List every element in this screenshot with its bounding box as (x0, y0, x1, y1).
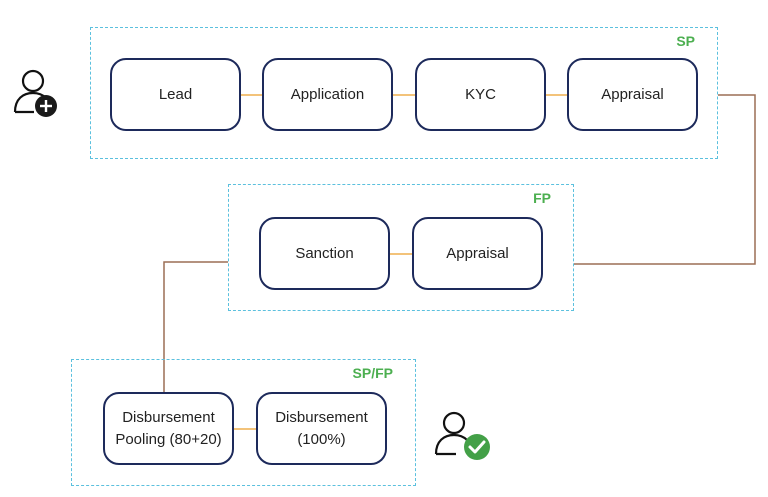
node-appraisal-sp[interactable]: Appraisal (567, 58, 698, 131)
link-kyc-appraisal (545, 94, 568, 96)
group-sp: SP (90, 27, 718, 159)
user-add-icon (13, 69, 57, 117)
group-spfp: SP/FP (71, 359, 416, 486)
node-kyc[interactable]: KYC (415, 58, 546, 131)
connector-fp-to-spfp (163, 261, 228, 394)
user-check-icon (434, 411, 490, 460)
connector-sp-to-fp (574, 94, 756, 265)
link-sanction-appraisal (388, 253, 414, 255)
node-appraisal-fp[interactable]: Appraisal (412, 217, 543, 290)
group-fp: FP (228, 184, 574, 311)
link-pooling-disbursement (232, 428, 258, 430)
node-lead[interactable]: Lead (110, 58, 241, 131)
node-application[interactable]: Application (262, 58, 393, 131)
link-application-kyc (392, 94, 416, 96)
group-sp-tag: SP (676, 33, 695, 49)
group-fp-tag: FP (533, 190, 551, 206)
link-lead-application (240, 94, 264, 96)
node-disbursement-full[interactable]: Disbursement (100%) (256, 392, 387, 465)
group-spfp-tag: SP/FP (352, 365, 393, 381)
node-disbursement-pooling[interactable]: Disbursement Pooling (80+20) (103, 392, 234, 465)
node-sanction[interactable]: Sanction (259, 217, 390, 290)
